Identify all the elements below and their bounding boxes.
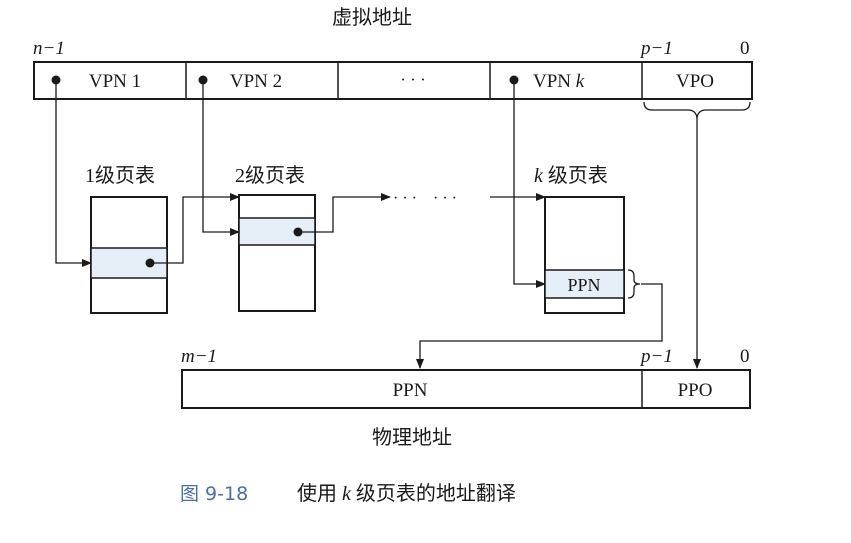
level2-page-table-label: 2级页表 <box>235 164 305 187</box>
levelk-page-table: PPN <box>544 196 625 314</box>
va-field-vpo: VPO <box>676 71 714 92</box>
va-field-vpn1: VPN 1 <box>89 71 141 92</box>
level1-page-table-label: 1级页表 <box>85 164 155 187</box>
vpo-brace <box>643 101 751 119</box>
pa-bit-p-label: p−1 <box>639 346 673 367</box>
level2-to-next-arrow <box>298 193 391 233</box>
level2-page-table <box>238 194 316 312</box>
va-bit-zero-label: 0 <box>740 38 750 59</box>
vpn2-pointer-dot <box>198 75 208 85</box>
levelk-ppn-entry-label: PPN <box>567 275 600 295</box>
page-table-ellipsis: · · · · · · <box>393 190 457 207</box>
levelk-page-table-label: k 级页表 <box>534 164 608 187</box>
pa-outer-box <box>181 369 751 409</box>
physical-address-title: 物理地址 <box>372 426 452 449</box>
va-field-vpn2: VPN 2 <box>230 71 282 92</box>
level1-page-table <box>90 196 168 314</box>
virtual-address-title: 虚拟地址 <box>332 6 412 29</box>
ppn-brace <box>627 269 641 299</box>
va-bit-high-label: n−1 <box>33 38 65 59</box>
figure-caption: 使用 k 级页表的地址翻译 <box>297 482 516 505</box>
va-field-vpnk: VPN k <box>533 71 585 92</box>
va-bit-p-label: p−1 <box>639 38 673 59</box>
va-field-ellipsis: · · · <box>400 70 425 89</box>
va-outer-box <box>33 61 753 100</box>
pa-bit-high-label: m−1 <box>181 346 217 367</box>
ppn-to-physical-arrow <box>416 283 663 369</box>
pa-bit-zero-label: 0 <box>740 346 750 367</box>
vpn2-to-level2-arrow <box>202 84 240 236</box>
vpn1-pointer-dot <box>51 75 61 85</box>
level1-to-level2-arrow <box>150 193 240 264</box>
level2-table-box <box>238 194 316 312</box>
vpn1-to-level1-arrow <box>55 84 92 267</box>
figure-number: 图 9-18 <box>180 483 248 505</box>
levelk-ppn-entry <box>544 269 625 299</box>
pa-field-ppn: PPN <box>393 380 428 401</box>
vpnk-to-levelk-arrow <box>513 84 546 288</box>
physical-address-register: PPN PPO <box>181 369 751 409</box>
virtual-address-register: VPN 1 VPN 2 · · · VPN k VPO <box>33 61 753 100</box>
pa-field-ppo: PPO <box>678 380 713 401</box>
vpnk-pointer-dot <box>509 75 519 85</box>
